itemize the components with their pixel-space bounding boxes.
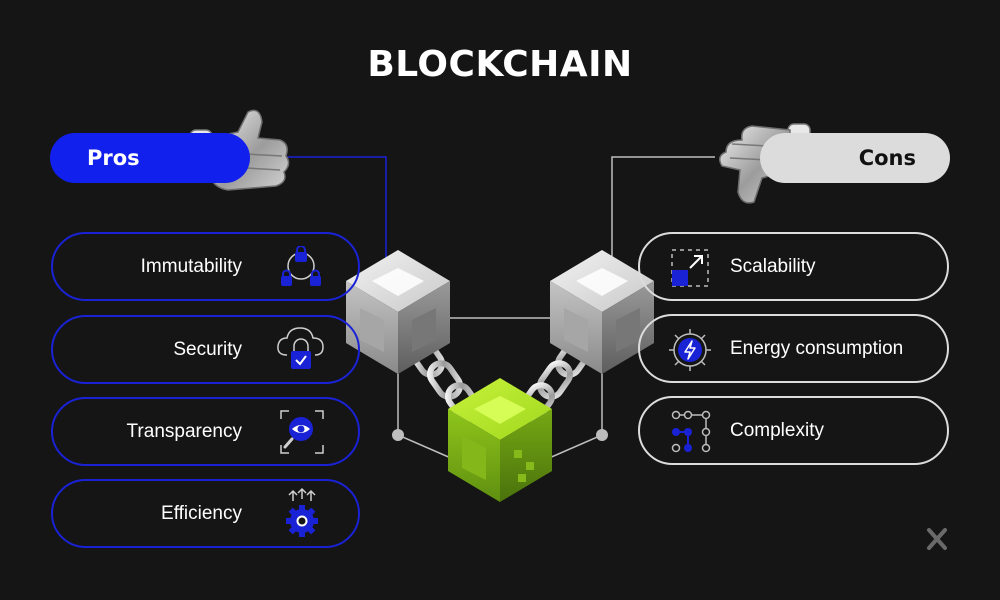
cons-header: Cons [760,133,950,183]
brand-logo-icon [927,528,947,550]
con-item-complexity: Complexity [638,396,949,465]
pros-header: Pros [50,133,250,183]
pro-item-transparency: Transparency [51,397,360,466]
block-cube-left [346,250,450,374]
page-title: BLOCKCHAIN [367,44,633,85]
left-node-dot [392,429,404,441]
eye-magnifier-icon [280,410,324,454]
con-item-label: Energy consumption [730,337,904,359]
scale-expand-icon [671,249,709,287]
pro-item-label: Security [173,338,242,360]
pro-item-efficiency: Efficiency [51,479,360,548]
con-item-label: Scalability [730,255,816,277]
pro-item-security: Security [51,315,360,384]
con-item-label: Complexity [730,419,824,441]
con-item-scalability: Scalability [638,232,949,301]
node-path-icon [671,410,711,453]
pro-item-immutability: Immutability [51,232,360,301]
gear-lightning-icon [669,329,711,371]
cons-header-label: Cons [858,146,916,170]
cloud-lock-icon [277,327,324,369]
cons-connector-line [611,156,715,258]
pro-item-label: Transparency [126,420,242,442]
pro-item-label: Immutability [140,255,242,277]
lock-network-icon [281,246,321,286]
con-item-energy-consumption: Energy consumption [638,314,949,383]
gear-arrows-icon [286,487,318,537]
pros-connector-line [285,156,387,258]
right-node-dot [596,429,608,441]
pro-item-label: Efficiency [161,502,242,524]
block-cube-center [448,378,552,502]
pros-header-label: Pros [87,146,140,170]
